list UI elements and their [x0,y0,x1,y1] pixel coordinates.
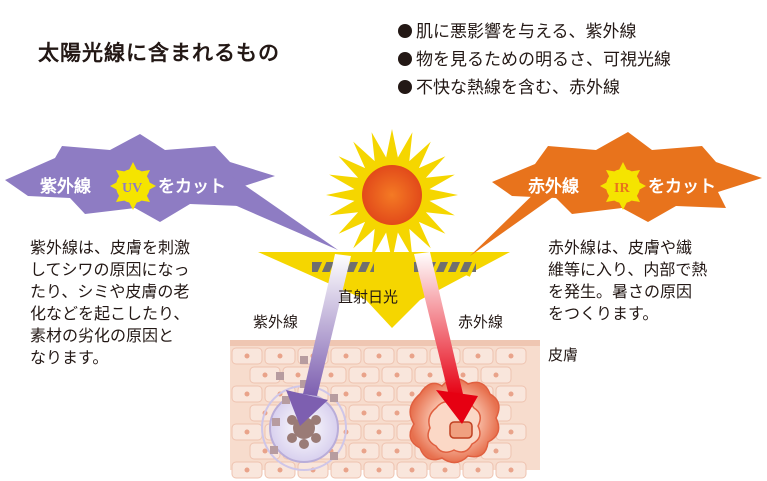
ir-description-line: 維等に入り、内部で熱 [548,260,708,279]
sun-icon [326,129,458,261]
bullet-text: 不快な熱線を含む、赤外線 [416,78,620,98]
skin-cell-nucleus [493,372,499,378]
skin-cell-nucleus [343,353,349,359]
skin-cell-nucleus [427,372,433,378]
skin-cell-nucleus [262,448,268,454]
skin-cell-nucleus [376,429,382,435]
bullet-item-uv: 肌に悪影響を与える、紫外線 [398,18,671,46]
bullet-list: 肌に悪影響を与える、紫外線 物を見るための明るさ、可視光線 不快な熱線を含む、赤… [398,18,671,102]
bullet-dot-icon [398,80,412,94]
skin-cell-nucleus [475,467,481,473]
skin-cell-nucleus [409,467,415,473]
skin-cell-nucleus [277,353,283,359]
ir-description-line: をつくります。 [548,304,659,323]
skin-cell-nucleus [343,391,349,397]
ir-description-line: 赤外線は、皮膚や繊 [548,238,693,257]
uv-badge-suffix: をカット [158,177,226,196]
skin-cell-nucleus [394,410,400,416]
bullet-item-ir: 不快な熱線を含む、赤外線 [398,74,671,102]
ir-badge-prefix: 赤外線 [528,176,579,196]
skin-cell-nucleus [376,353,382,359]
skin-cell-nucleus [244,429,250,435]
bullet-dot-icon [398,52,412,66]
skin-cell-nucleus [244,467,250,473]
skin-cell-nucleus [361,372,367,378]
skin-cell-nucleus [244,391,250,397]
skin-cell-nucleus [295,372,301,378]
uv-description: 紫外線は、皮膚を刺激 してシワの原因になっ たり、シミや皮膚の老 化などを起こし… [30,237,190,369]
skin-cell-nucleus [508,391,514,397]
sunlight-strip-right [414,262,476,272]
uv-badge-code: UV [122,181,142,196]
skin-cell-nucleus [508,353,514,359]
skin-cell-nucleus [244,353,250,359]
skin-cell-nucleus [508,429,514,435]
skin-cell-nucleus [409,391,415,397]
bullet-dot-icon [398,24,412,38]
uv-ray-label: 紫外線 [253,313,299,331]
bullet-item-visible: 物を見るための明るさ、可視光線 [398,46,671,74]
uv-cut-badge: 紫外線 UV をカット [5,134,338,250]
ir-ray-label: 赤外線 [458,313,504,331]
uv-badge-prefix: 紫外線 [40,176,91,196]
uv-description-line: してシワの原因になっ [30,260,190,279]
skin-cell-nucleus [262,372,268,378]
skin-cell-nucleus [493,448,499,454]
direct-sunlight-label: 直射日光 [338,288,399,306]
skin-cell-nucleus [361,410,367,416]
skin-cell-nucleus [460,372,466,378]
skin-cell-nucleus [328,372,334,378]
skin-cell-nucleus [376,467,382,473]
skin-cell-nucleus [475,353,481,359]
ir-cut-badge: 赤外線 IR をカット [470,132,762,256]
uv-description-line: なります。 [30,348,109,367]
bullet-text: 肌に悪影響を与える、紫外線 [416,22,637,42]
skin-cell-nucleus [376,391,382,397]
uv-description-line: 素材の劣化の原因と [30,326,175,345]
skin-cell-nucleus [394,372,400,378]
skin-cell-nucleus [442,467,448,473]
skin-cell-nucleus [277,467,283,473]
skin-cell-nucleus [409,353,415,359]
skin-cell-nucleus [508,467,514,473]
page-title: 太陽光線に含まれるもの [38,41,280,65]
skin-cell-nucleus [361,448,367,454]
bullet-text: 物を見るための明るさ、可視光線 [416,50,671,70]
skin-cell-nucleus [394,448,400,454]
uv-description-line: たり、シミや皮膚の老 [30,282,190,301]
uv-description-line: 化などを起こしたり、 [30,304,190,323]
skin-cell-nucleus [343,467,349,473]
ir-ray-arrow [409,252,500,464]
ir-badge-suffix: をカット [648,177,716,196]
ir-badge-code: IR [614,181,630,196]
skin-label: 皮膚 [548,346,579,364]
uv-description-line: 紫外線は、皮膚を刺激 [30,238,191,257]
ir-description-line: を発生。暑さの原因 [548,282,693,301]
ir-description: 赤外線は、皮膚や繊 維等に入り、内部で熱 を発生。暑さの原因 をつくります。 [548,237,707,325]
uv-ray-arrow [261,254,351,471]
